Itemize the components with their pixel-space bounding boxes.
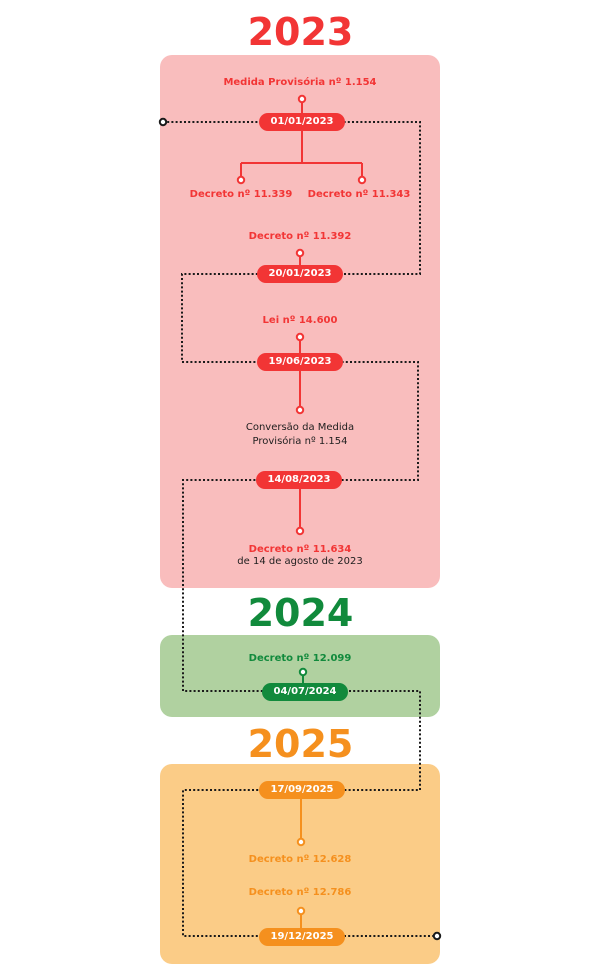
node-decreto-11392 xyxy=(295,248,305,258)
label-decreto-11634-subtitle: de 14 de agosto de 2023 xyxy=(237,556,363,567)
date-pill-2023-08-14: 14/08/2023 xyxy=(256,471,342,489)
node-decreto-11634 xyxy=(295,526,305,536)
date-pill-2023-01-01: 01/01/2023 xyxy=(259,113,345,131)
label-mp-1154: Medida Provisória nº 1.154 xyxy=(223,77,377,88)
node-lei-14600 xyxy=(295,332,305,342)
node-conversao xyxy=(295,405,305,415)
label-decreto-11343: Decreto nº 11.343 xyxy=(307,189,411,200)
label-decreto-12786: Decreto nº 12.786 xyxy=(248,887,352,898)
panel-2024 xyxy=(160,635,440,717)
node-decreto-11339 xyxy=(236,175,246,185)
date-pill-2023-06-19: 19/06/2023 xyxy=(257,353,343,371)
node-decreto-12628 xyxy=(296,837,306,847)
node-mp-1154 xyxy=(297,94,307,104)
node-decreto-12099 xyxy=(298,667,308,677)
label-decreto-11339: Decreto nº 11.339 xyxy=(189,189,293,200)
label-decreto-12099: Decreto nº 12.099 xyxy=(248,653,352,664)
date-pill-2023-01-20: 20/01/2023 xyxy=(257,265,343,283)
label-lei-14600: Lei nº 14.600 xyxy=(262,315,338,326)
date-pill-2025-12-19: 19/12/2025 xyxy=(259,928,345,946)
timeline-end-node xyxy=(432,931,442,941)
label-decreto-11634: Decreto nº 11.634 xyxy=(248,544,352,555)
year-2023-heading: 2023 xyxy=(247,10,354,54)
label-conversao-line1: Conversão da Medida xyxy=(245,422,355,433)
node-decreto-11343 xyxy=(357,175,367,185)
label-decreto-12628: Decreto nº 12.628 xyxy=(248,854,352,865)
date-pill-2025-09-17: 17/09/2025 xyxy=(259,781,345,799)
timeline-start-node xyxy=(158,117,168,127)
year-2024-heading: 2024 xyxy=(247,591,354,635)
node-decreto-12786 xyxy=(296,906,306,916)
date-pill-2024-07-04: 04/07/2024 xyxy=(262,683,348,701)
label-decreto-11392: Decreto nº 11.392 xyxy=(248,231,352,242)
label-conversao-line2: Provisória nº 1.154 xyxy=(252,436,348,447)
year-2025-heading: 2025 xyxy=(247,722,354,766)
